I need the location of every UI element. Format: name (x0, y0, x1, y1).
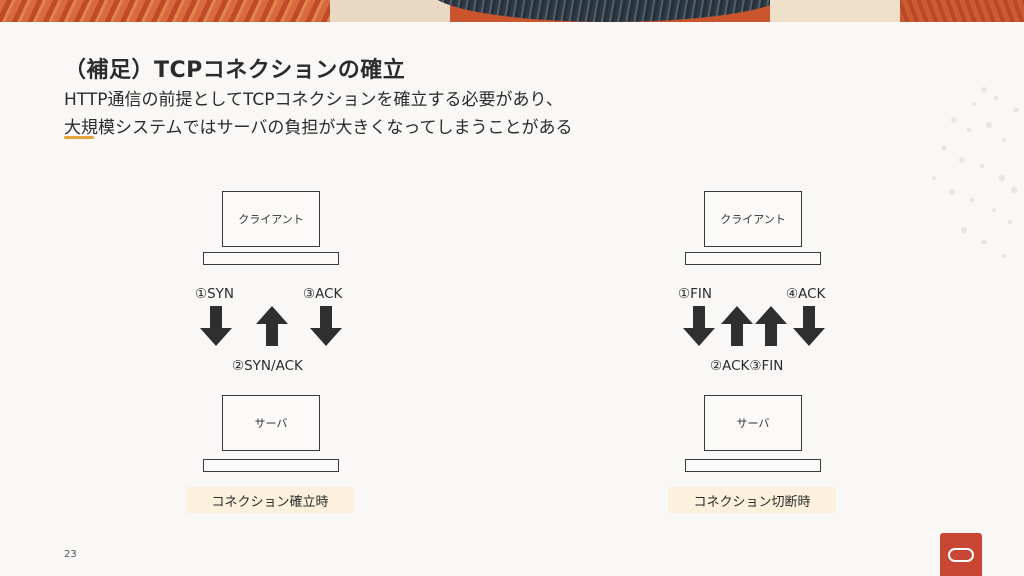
arrow-down-icon (200, 306, 232, 346)
step-syn-label: ①SYN (195, 286, 235, 302)
arrow-up-icon (721, 306, 753, 346)
server-box: サーバ (222, 395, 320, 451)
decorative-banner (0, 0, 1024, 22)
step-ack2-label: ②ACK (710, 358, 750, 374)
step-ack-label: ③ACK (303, 286, 343, 302)
subtitle-line-2: 大規模システムではサーバの負担が大きくなってしまうことがある (64, 118, 573, 138)
step-fin-label: ①FIN (678, 286, 712, 302)
slide-subtitle: HTTP通信の前提としてTCPコネクションを確立する必要があり、 大規模システム… (64, 86, 572, 142)
step-ack-fin-label: ②ACK③FIN (710, 358, 783, 374)
oracle-logo-icon (940, 533, 982, 576)
arrow-down-icon (310, 306, 342, 346)
arrow-up-icon (755, 306, 787, 346)
client-base (203, 252, 339, 265)
subtitle-line-1: HTTP通信の前提としてTCPコネクションを確立する必要があり、 (64, 90, 563, 110)
server-base (685, 459, 821, 472)
arrow-up-icon (256, 306, 288, 346)
arrow-down-icon (793, 306, 825, 346)
client-box: クライアント (222, 191, 320, 247)
step-fin3-label: ③FIN (749, 358, 784, 374)
decorative-pattern (932, 87, 1019, 258)
server-base (203, 459, 339, 472)
arrow-down-icon (683, 306, 715, 346)
slide-title: （補足）TCPコネクションの確立 (64, 58, 406, 83)
highlight-underline (64, 136, 94, 139)
caption-establish: コネクション確立時 (186, 487, 354, 513)
server-box: サーバ (704, 395, 802, 451)
step-synack-label: ②SYN/ACK (232, 358, 303, 374)
client-base (685, 252, 821, 265)
caption-teardown: コネクション切断時 (668, 487, 836, 513)
step-ack-label: ④ACK (786, 286, 826, 302)
client-box: クライアント (704, 191, 802, 247)
page-number: 23 (64, 549, 77, 560)
